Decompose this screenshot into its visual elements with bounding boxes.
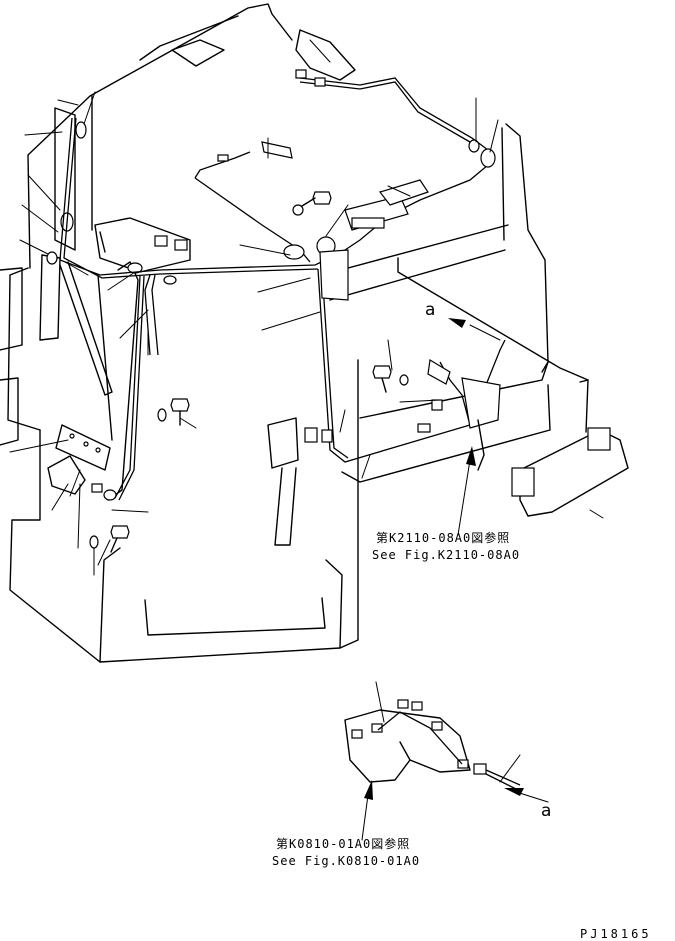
reference-k2110-en: See Fig.K2110-08A0 <box>372 548 521 562</box>
callout-leaders <box>9 91 499 576</box>
reference-arrows <box>361 318 549 841</box>
reference-k0810-jp: 第K0810-01A0図参照 <box>276 837 411 851</box>
left-pillar-assembly <box>39 107 191 501</box>
main-harness <box>59 77 506 501</box>
arrow-a-detail-label: a <box>541 801 552 821</box>
door-side-parts <box>267 359 611 546</box>
roof-components <box>217 29 429 301</box>
drawing-number: PJ18165 <box>580 927 652 941</box>
arrow-a-label: a <box>425 300 436 320</box>
detail-view-harness <box>344 681 521 791</box>
reference-k0810-en: See Fig.K0810-01A0 <box>272 854 421 868</box>
fasteners <box>89 191 409 553</box>
reference-k2110-jp: 第K2110-08A0図参照 <box>376 531 511 545</box>
cab-frame <box>0 3 629 663</box>
